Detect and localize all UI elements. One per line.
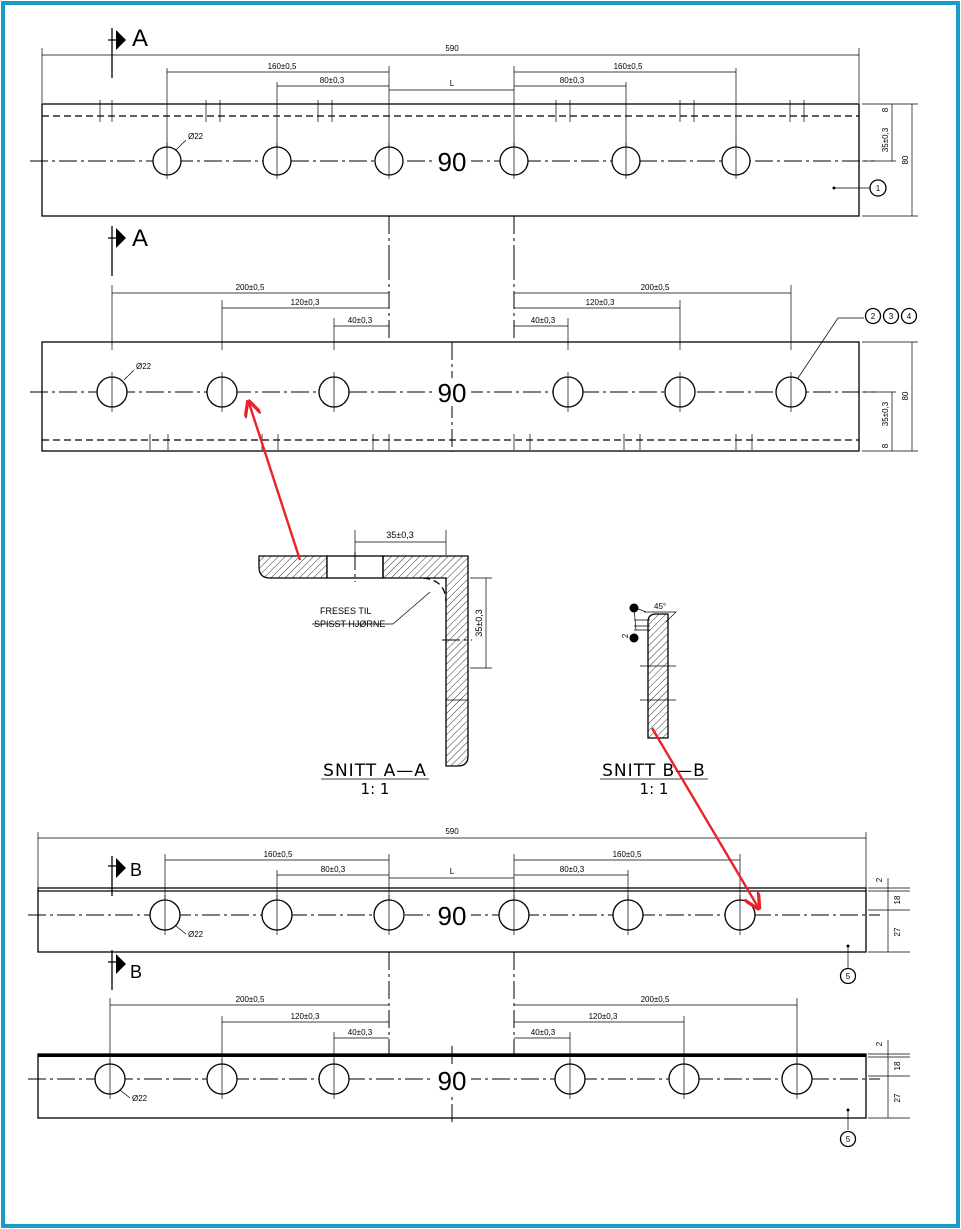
dim-mid-left: 120±0,3 — [291, 1012, 320, 1021]
dim-outer-right: 200±0,5 — [641, 995, 670, 1004]
dim-outer-right: 200±0,5 — [641, 283, 670, 292]
dim-side: 35±0,3 — [881, 401, 890, 426]
plan-view-bottom-1: 590 160±0,5 80±0,3 L 80±0,3 160±0,5 90 Ø… — [28, 827, 910, 990]
part-balloon-2: 2 — [871, 312, 876, 321]
part-balloon-5: 5 — [846, 972, 851, 981]
dim-gap: L — [450, 79, 455, 88]
dim-edge: 8 — [881, 443, 890, 448]
section-a-note-line1: FRESES TIL — [320, 606, 371, 616]
section-b-angle: 45° — [654, 602, 666, 611]
dim-outer-right: 160±0,5 — [613, 850, 642, 859]
dim-outer-left: 160±0,5 — [264, 850, 293, 859]
dim-2: 2 — [875, 877, 884, 882]
dim-outer-left: 160±0,5 — [268, 62, 297, 71]
dim-overall: 590 — [445, 44, 459, 53]
section-a-scale: 1: 1 — [361, 780, 390, 798]
dim-18: 18 — [893, 1061, 902, 1070]
dim-side: 35±0,3 — [881, 127, 890, 152]
callout-arrow-b — [650, 727, 758, 907]
dim-outer-right: 160±0,5 — [614, 62, 643, 71]
dim-mid-left: 120±0,3 — [291, 298, 320, 307]
section-a-a: 35±0,3 35±0,3 FRESES TIL SPISST HJØRNE S… — [258, 530, 492, 798]
section-a-dim-top: 35±0,3 — [386, 530, 413, 540]
dim-mid-right: 120±0,3 — [589, 1012, 618, 1021]
section-a-dim-side: 35±0,3 — [474, 609, 484, 636]
dim-inner-left: 40±0,3 — [348, 316, 373, 325]
dim-27: 27 — [893, 1093, 902, 1102]
dim-inner-left: 80±0,3 — [321, 865, 346, 874]
dim-overall: 590 — [445, 827, 459, 836]
part-balloon-1: 1 — [876, 184, 881, 193]
dim-mid-right: 120±0,3 — [586, 298, 615, 307]
dim-18: 18 — [893, 895, 902, 904]
dim-inner-left: 40±0,3 — [348, 1028, 373, 1037]
dim-edge: 8 — [881, 107, 890, 112]
dim-height: 80 — [901, 155, 910, 164]
section-letter-a-bottom: A — [132, 225, 148, 252]
dim-inner-right: 40±0,3 — [531, 1028, 556, 1037]
hole-label: Ø22 — [188, 132, 204, 141]
center-label: 90 — [438, 1066, 467, 1096]
section-b-dim: 2 — [621, 633, 630, 638]
plan-view-top-1: 590 160±0,5 80±0,3 L 80±0,3 160±0,5 — [30, 25, 918, 276]
plan-view-bottom-2: 200±0,5 120±0,3 40±0,3 200±0,5 120±0,3 4… — [28, 952, 910, 1148]
dim-inner-right: 80±0,3 — [560, 76, 585, 85]
section-letter-a-top: A — [132, 25, 148, 52]
hole-label: Ø22 — [188, 930, 204, 939]
hole-label: Ø22 — [132, 1094, 148, 1103]
section-b-b: 2 45° SNITT B—B 1: 1 — [600, 602, 708, 798]
center-label: 90 — [438, 901, 467, 931]
center-label: 90 — [438, 147, 467, 177]
dim-2: 2 — [875, 1041, 884, 1046]
part-balloon-3: 3 — [889, 312, 894, 321]
part-balloon-5: 5 — [846, 1135, 851, 1144]
hole-label: Ø22 — [136, 362, 152, 371]
dim-outer-left: 200±0,5 — [236, 283, 265, 292]
dim-inner-left: 80±0,3 — [320, 76, 345, 85]
section-b-title: SNITT B—B — [602, 761, 706, 781]
dim-27: 27 — [893, 927, 902, 936]
section-letter-b-bottom: B — [130, 962, 142, 982]
callout-arrow-a — [249, 403, 302, 561]
part-balloon-4: 4 — [907, 312, 912, 321]
section-b-scale: 1: 1 — [640, 780, 669, 798]
dim-inner-right: 40±0,3 — [531, 316, 556, 325]
dim-height: 80 — [901, 391, 910, 400]
dim-gap: L — [450, 867, 455, 876]
plan-view-top-2: 200±0,5 120±0,3 40±0,3 200±0,5 120±0,3 4… — [30, 262, 918, 452]
section-a-note-line2: SPISST HJØRNE — [314, 619, 385, 629]
center-label: 90 — [438, 378, 467, 408]
section-letter-b-top: B — [130, 860, 142, 880]
dim-inner-right: 80±0,3 — [560, 865, 585, 874]
section-a-title: SNITT A—A — [323, 761, 427, 781]
dim-outer-left: 200±0,5 — [236, 995, 265, 1004]
